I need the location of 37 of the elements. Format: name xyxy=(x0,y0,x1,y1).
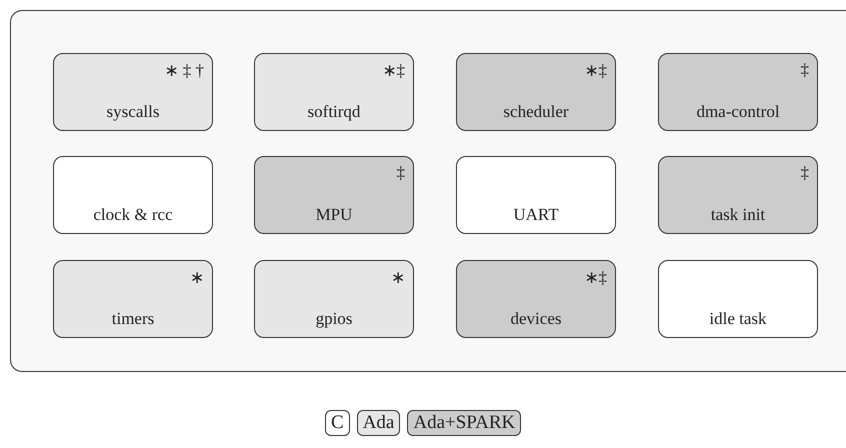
module-name: UART xyxy=(512,205,560,225)
module-name: task init xyxy=(710,205,766,225)
footnote-marks: ‡ xyxy=(396,163,405,183)
footnote-marks: ∗‡ xyxy=(584,60,607,81)
module-name: devices xyxy=(510,309,562,329)
module-box xyxy=(53,260,213,338)
legend-item: Ada+SPARK xyxy=(407,410,522,436)
module-box xyxy=(254,156,414,234)
footnote-marks: ‡ xyxy=(800,60,809,80)
module-name: timers xyxy=(110,309,156,329)
module-name: syscalls xyxy=(106,102,160,122)
module-box xyxy=(53,156,213,234)
panel-background xyxy=(10,10,846,372)
footnote-marks: ∗ xyxy=(190,267,204,288)
module-name: scheduler xyxy=(502,102,570,122)
module-name: idle task xyxy=(708,309,768,329)
module-name: MPU xyxy=(314,205,354,225)
module-box xyxy=(456,156,616,234)
footnote-marks: ∗ xyxy=(391,267,405,288)
module-box xyxy=(658,260,818,338)
module-name: softirqd xyxy=(306,102,362,122)
module-name: clock & rcc xyxy=(92,205,174,225)
footnote-marks: ‡ xyxy=(800,163,809,183)
footnote-marks: ∗‡ xyxy=(382,60,405,81)
module-box xyxy=(456,53,616,131)
legend-item: C xyxy=(325,410,350,436)
module-name: gpios xyxy=(314,309,354,329)
module-box xyxy=(658,53,818,131)
module-box xyxy=(254,53,414,131)
module-box xyxy=(658,156,818,234)
footnote-marks: ∗‡ xyxy=(584,267,607,288)
footnote-marks: ∗ ‡ † xyxy=(164,60,204,81)
module-box xyxy=(53,53,213,131)
module-box xyxy=(254,260,414,338)
legend-item: Ada xyxy=(356,410,400,436)
module-box xyxy=(456,260,616,338)
module-name: dma-control xyxy=(695,102,781,122)
